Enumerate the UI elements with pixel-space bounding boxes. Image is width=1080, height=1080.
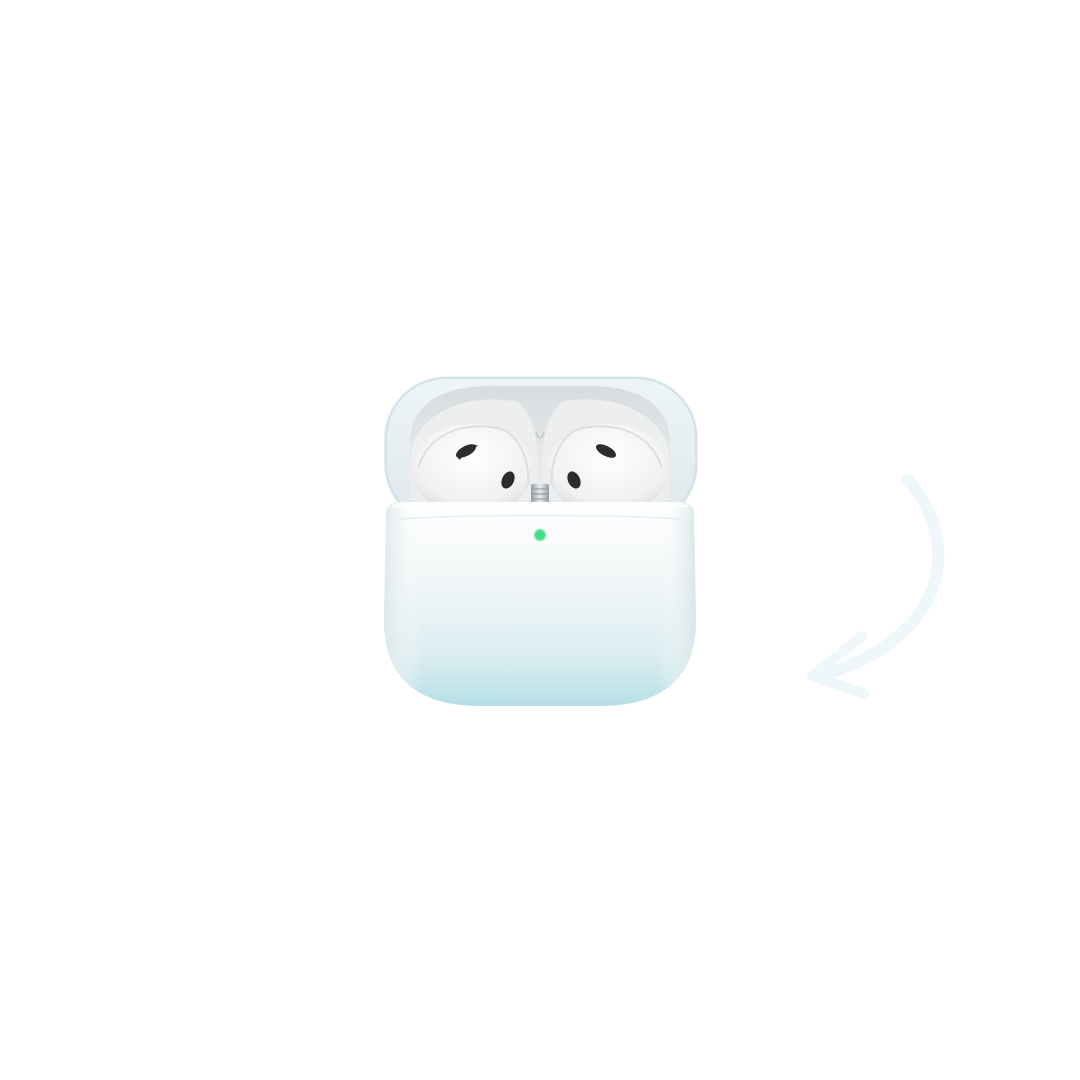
case-body	[384, 502, 696, 706]
case-hinge	[531, 431, 549, 506]
speaker-grille-icon	[567, 444, 616, 489]
left-earbud	[410, 399, 538, 516]
speaker-grille-icon	[456, 444, 515, 489]
right-earbud	[542, 399, 670, 516]
status-led	[533, 528, 547, 542]
